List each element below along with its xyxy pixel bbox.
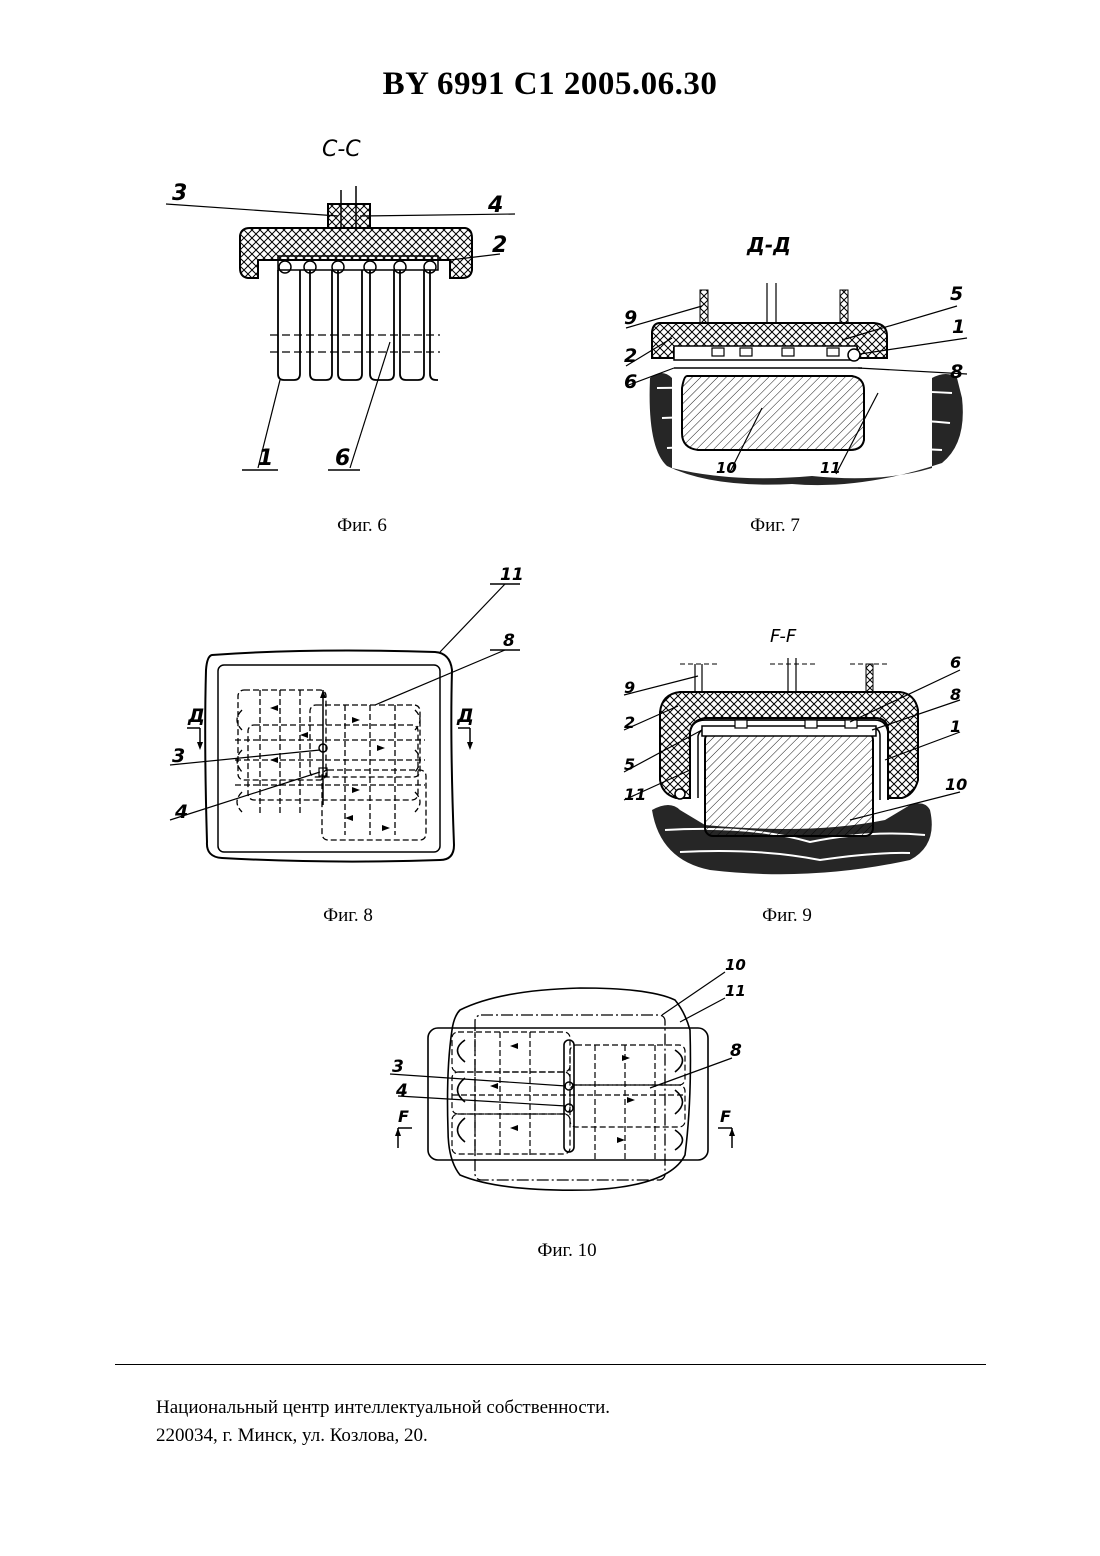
fig7-label-5: 5 [950, 283, 963, 305]
footer-line-2: 220034, г. Минск, ул. Козлова, 20. [156, 1422, 610, 1450]
figure-7-drawing: Д-Д 5 9 1 2 8 6 10 [612, 228, 982, 488]
fig6-label-3: 3 [172, 181, 187, 206]
fig10-label-11: 11 [725, 982, 746, 1000]
fig9-label-8: 8 [950, 685, 961, 704]
figure-9-caption: Фиг. 9 [687, 905, 887, 927]
fig9-label-6: 6 [950, 653, 961, 672]
figure-10-svg: F F 10 11 8 3 4 [380, 950, 760, 1215]
fig10-label-8: 8 [730, 1041, 742, 1061]
fig7-label-6: 6 [624, 371, 637, 393]
fig8-section-mark-right: Д [456, 705, 474, 727]
figure-6-drawing: C-C 3 4 2 1 6 [160, 130, 530, 490]
fig9-label-1: 1 [950, 717, 961, 736]
document-header: BY 6991 C1 2005.06.30 [0, 66, 1100, 103]
fig6-label-4: 4 [487, 193, 503, 218]
fig9-label-9: 9 [624, 678, 635, 697]
fig8-label-8: 8 [503, 631, 515, 651]
fig8-label-3: 3 [172, 745, 185, 767]
fig10-section-mark-right: F [720, 1107, 731, 1126]
figure-7-caption: Фиг. 7 [675, 515, 875, 537]
fig9-label-10: 10 [945, 775, 967, 794]
fig6-label-2: 2 [492, 233, 507, 258]
fig7-label-11: 11 [820, 459, 841, 477]
fig10-label-10: 10 [725, 956, 746, 974]
figure-8-drawing: Д Д 11 8 3 4 [160, 560, 530, 880]
figure-7-svg: Д-Д 5 9 1 2 8 6 10 [612, 228, 982, 488]
footer-divider [115, 1364, 986, 1365]
figure-10-caption: Фиг. 10 [467, 1240, 667, 1262]
figure-8-caption: Фиг. 8 [248, 905, 448, 927]
fig7-section-label: Д-Д [746, 233, 791, 257]
fig8-label-4: 4 [174, 801, 188, 823]
fig6-label-6: 6 [335, 446, 350, 471]
fig9-label-11: 11 [624, 785, 646, 804]
fig7-label-2: 2 [624, 345, 637, 367]
fig7-label-8: 8 [950, 361, 963, 383]
fig6-label-1: 1 [258, 446, 273, 471]
fig10-section-mark-left: F [398, 1107, 409, 1126]
fig6-section-label: C-C [322, 137, 361, 162]
fig10-label-3: 3 [392, 1057, 404, 1077]
fig10-label-4: 4 [395, 1081, 408, 1101]
figure-10-drawing: F F 10 11 8 3 4 [380, 950, 760, 1215]
figure-6-caption: Фиг. 6 [262, 515, 462, 537]
fig9-label-2: 2 [624, 713, 635, 732]
fig9-label-5: 5 [624, 755, 635, 774]
fig9-section-label: F-F [770, 626, 797, 647]
fig8-section-mark-left: Д [187, 705, 205, 727]
figure-9-svg: F-F 6 9 8 2 [610, 620, 980, 880]
fig7-label-1: 1 [952, 316, 965, 338]
fig7-label-9: 9 [624, 307, 637, 329]
figure-8-svg: Д Д 11 8 3 4 [160, 560, 530, 880]
fig8-label-11: 11 [500, 565, 524, 585]
figure-9-drawing: F-F 6 9 8 2 [610, 620, 980, 880]
footer-line-1: Национальный центр интеллектуальной собс… [156, 1394, 610, 1422]
fig7-label-10: 10 [716, 459, 737, 477]
figure-6-svg: C-C 3 4 2 1 6 [160, 130, 530, 490]
footer: Национальный центр интеллектуальной собс… [156, 1394, 610, 1450]
